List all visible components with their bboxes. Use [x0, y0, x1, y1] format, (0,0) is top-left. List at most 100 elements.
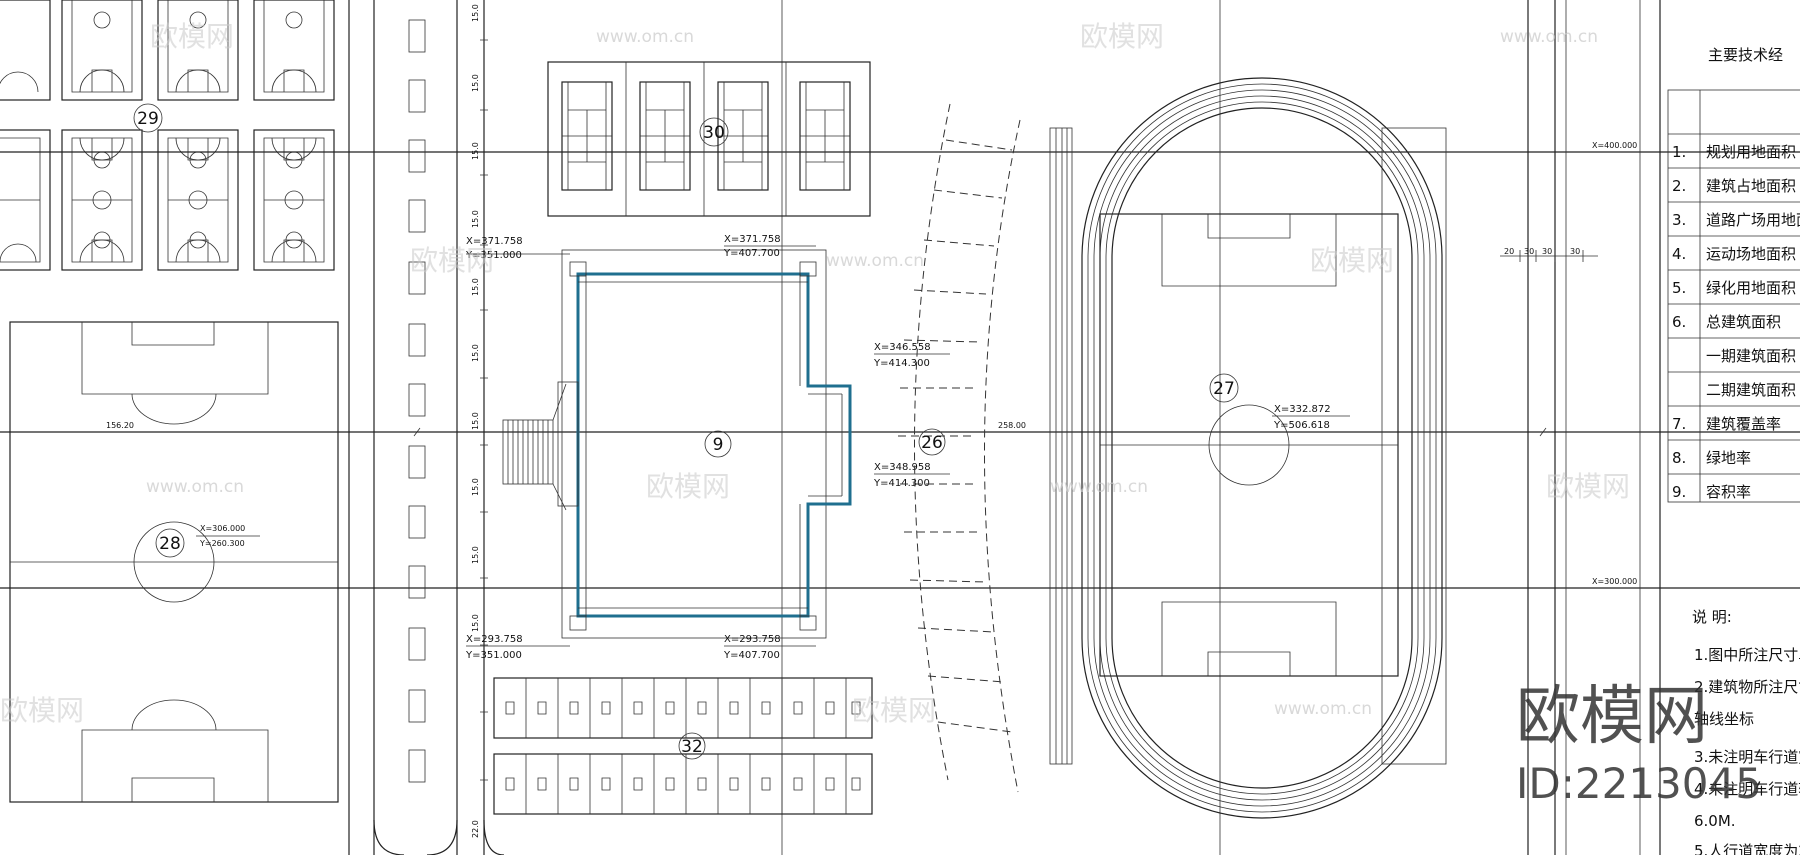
watermark-brand-2: 欧模网 — [1080, 20, 1164, 53]
row-9-no: 9. — [1672, 483, 1686, 501]
watermark-site-4: www.om.cn — [146, 477, 244, 497]
coord-e1-y: Y=414.300 — [873, 358, 930, 369]
zone-label-28: 28 — [159, 534, 181, 554]
vtick-8: 15.0 — [471, 478, 480, 496]
vtick-1: 15.0 — [471, 4, 480, 22]
zone-label-26: 26 — [921, 433, 943, 453]
rdim-2: 30 — [1524, 247, 1534, 256]
coord-x400: X=400.000 — [1592, 141, 1637, 150]
vtick-9: 15.0 — [471, 546, 480, 564]
watermark-site-5: www.om.cn — [1050, 477, 1148, 497]
row-4-label: 运动场地面积 — [1706, 245, 1796, 263]
dim-left-span: 156.20 — [106, 421, 134, 430]
watermark-site-6: www.om.cn — [1274, 699, 1372, 719]
watermark-brand-8: 欧模网 — [852, 694, 936, 727]
row-6-no: 6. — [1672, 313, 1686, 331]
watermark-brand-1: 欧模网 — [150, 20, 234, 53]
right-dimension-strip: 20 30 30 30 X=400.000 X=300.000 — [1500, 141, 1637, 586]
note-line-3: 轴线坐标 — [1694, 710, 1754, 728]
note-line-4: 3.未注明车行道宽度 — [1694, 748, 1800, 766]
zone-label-32: 32 — [681, 737, 703, 757]
rdim-4: 30 — [1570, 247, 1580, 256]
row-1-no: 1. — [1672, 143, 1686, 161]
note-line-6: 6.0M. — [1694, 812, 1736, 830]
vtick-10: 15.0 — [471, 614, 480, 632]
vertical-dimension-ticks: 15.0 15.0 15.0 15.0 15.0 15.0 15.0 15.0 … — [471, 4, 488, 838]
watermark-brand-5: 欧模网 — [646, 470, 730, 503]
dim-mid-span: 258.00 — [998, 421, 1026, 430]
row-3-no: 3. — [1672, 211, 1686, 229]
coord-ne-x: X=371.758 — [724, 234, 781, 245]
note-line-1: 1.图中所注尺寸单位 — [1694, 646, 1800, 664]
row-5-label: 绿化用地面积 — [1706, 279, 1796, 297]
coord-nw-y: Y=351.000 — [465, 250, 522, 261]
zone-label-29: 29 — [137, 109, 159, 129]
watermark-big-brand: 欧模网 — [1516, 680, 1708, 754]
coord-nw-x: X=371.758 — [466, 236, 523, 247]
gymnasium-building: 9 X=371.758 Y=351.000 X=371.758 Y=407.70… — [465, 234, 950, 661]
bicycle-shelters: 32 — [493, 677, 873, 815]
row-6b-label: 二期建筑面积 — [1706, 381, 1796, 399]
coord-28-y: Y=260.300 — [199, 539, 245, 548]
row-7-label: 建筑覆盖率 — [1706, 415, 1781, 433]
notes-heading: 说 明: — [1692, 608, 1732, 626]
tree-planters-left — [408, 19, 426, 783]
row-6-label: 总建筑面积 — [1706, 313, 1781, 331]
note-line-7: 5.人行道宽度为2.0 — [1694, 842, 1800, 855]
row-7-no: 7. — [1672, 415, 1686, 433]
vtick-11: 22.0 — [471, 820, 480, 838]
note-line-2: 2.建筑物所注尺寸为 — [1694, 678, 1800, 696]
basketball-courts: 29 — [0, 0, 335, 271]
watermark-brand-4: 欧模网 — [1310, 244, 1394, 277]
coord-27-y: Y=506.618 — [1273, 420, 1330, 431]
vtick-5: 15.0 — [471, 278, 480, 296]
coord-sw-y: Y=351.000 — [465, 650, 522, 661]
tennis-courts: 30 — [547, 61, 871, 217]
vtick-6: 15.0 — [471, 344, 480, 362]
note-line-5: 4.未注明车行道转弯 — [1694, 780, 1800, 798]
row-9-label: 容积率 — [1706, 483, 1751, 501]
row-5-no: 5. — [1672, 279, 1686, 297]
vtick-2: 15.0 — [471, 74, 480, 92]
watermark-brand-7: 欧模网 — [0, 694, 84, 727]
watermark-site-2: www.om.cn — [1500, 27, 1598, 47]
running-track: 27 X=332.872 Y=506.618 — [1049, 77, 1447, 819]
coord-27-x: X=332.872 — [1274, 404, 1331, 415]
watermarks: 欧模网 欧模网 欧模网 欧模网 欧模网 欧模网 欧模网 欧模网 www.om.c… — [0, 20, 1762, 808]
coord-se-x: X=293.758 — [724, 634, 781, 645]
row-1-label: 规划用地面积 — [1706, 143, 1796, 161]
curved-stands: 26 — [898, 103, 1021, 793]
row-4-no: 4. — [1672, 245, 1686, 263]
zone-label-27: 27 — [1213, 379, 1235, 399]
coord-sw-x: X=293.758 — [466, 634, 523, 645]
coord-se-y: Y=407.700 — [723, 650, 780, 661]
watermark-brand-6: 欧模网 — [1546, 470, 1630, 503]
vtick-3: 15.0 — [471, 142, 480, 160]
row-6a-label: 一期建筑面积 — [1706, 347, 1796, 365]
coord-ne-y: Y=407.700 — [723, 248, 780, 259]
technical-table: 主要技术经 1. 规划用地面积 2. 建筑占地面积 3. 道路广场用地面积 4.… — [1667, 46, 1800, 503]
row-2-label: 建筑占地面积 — [1706, 177, 1796, 195]
zone-label-9: 9 — [713, 435, 724, 455]
football-field-left: 28 X=306.000 Y=260.300 — [9, 321, 339, 803]
row-3-label: 道路广场用地面积 — [1706, 211, 1800, 229]
table-title: 主要技术经 — [1708, 46, 1783, 64]
coord-e2-x: X=348.958 — [874, 462, 931, 473]
vtick-4: 15.0 — [471, 210, 480, 228]
notes-block: 说 明: 1.图中所注尺寸单位 2.建筑物所注尺寸为 轴线坐标 3.未注明车行道… — [1692, 608, 1800, 855]
coord-28-x: X=306.000 — [200, 524, 245, 533]
vtick-7: 15.0 — [471, 412, 480, 430]
watermark-site-3: www.om.cn — [826, 251, 924, 271]
row-8-no: 8. — [1672, 449, 1686, 467]
rdim-1: 20 — [1504, 247, 1514, 256]
coord-x300: X=300.000 — [1592, 577, 1637, 586]
zone-label-30: 30 — [703, 123, 725, 143]
row-2-no: 2. — [1672, 177, 1686, 195]
watermark-site-1: www.om.cn — [596, 27, 694, 47]
rdim-3: 30 — [1542, 247, 1552, 256]
coord-e1-x: X=346.558 — [874, 342, 931, 353]
watermark-brand-3: 欧模网 — [410, 244, 494, 277]
watermark-big-id: ID:2213045 — [1516, 759, 1762, 808]
row-8-label: 绿地率 — [1706, 449, 1751, 467]
